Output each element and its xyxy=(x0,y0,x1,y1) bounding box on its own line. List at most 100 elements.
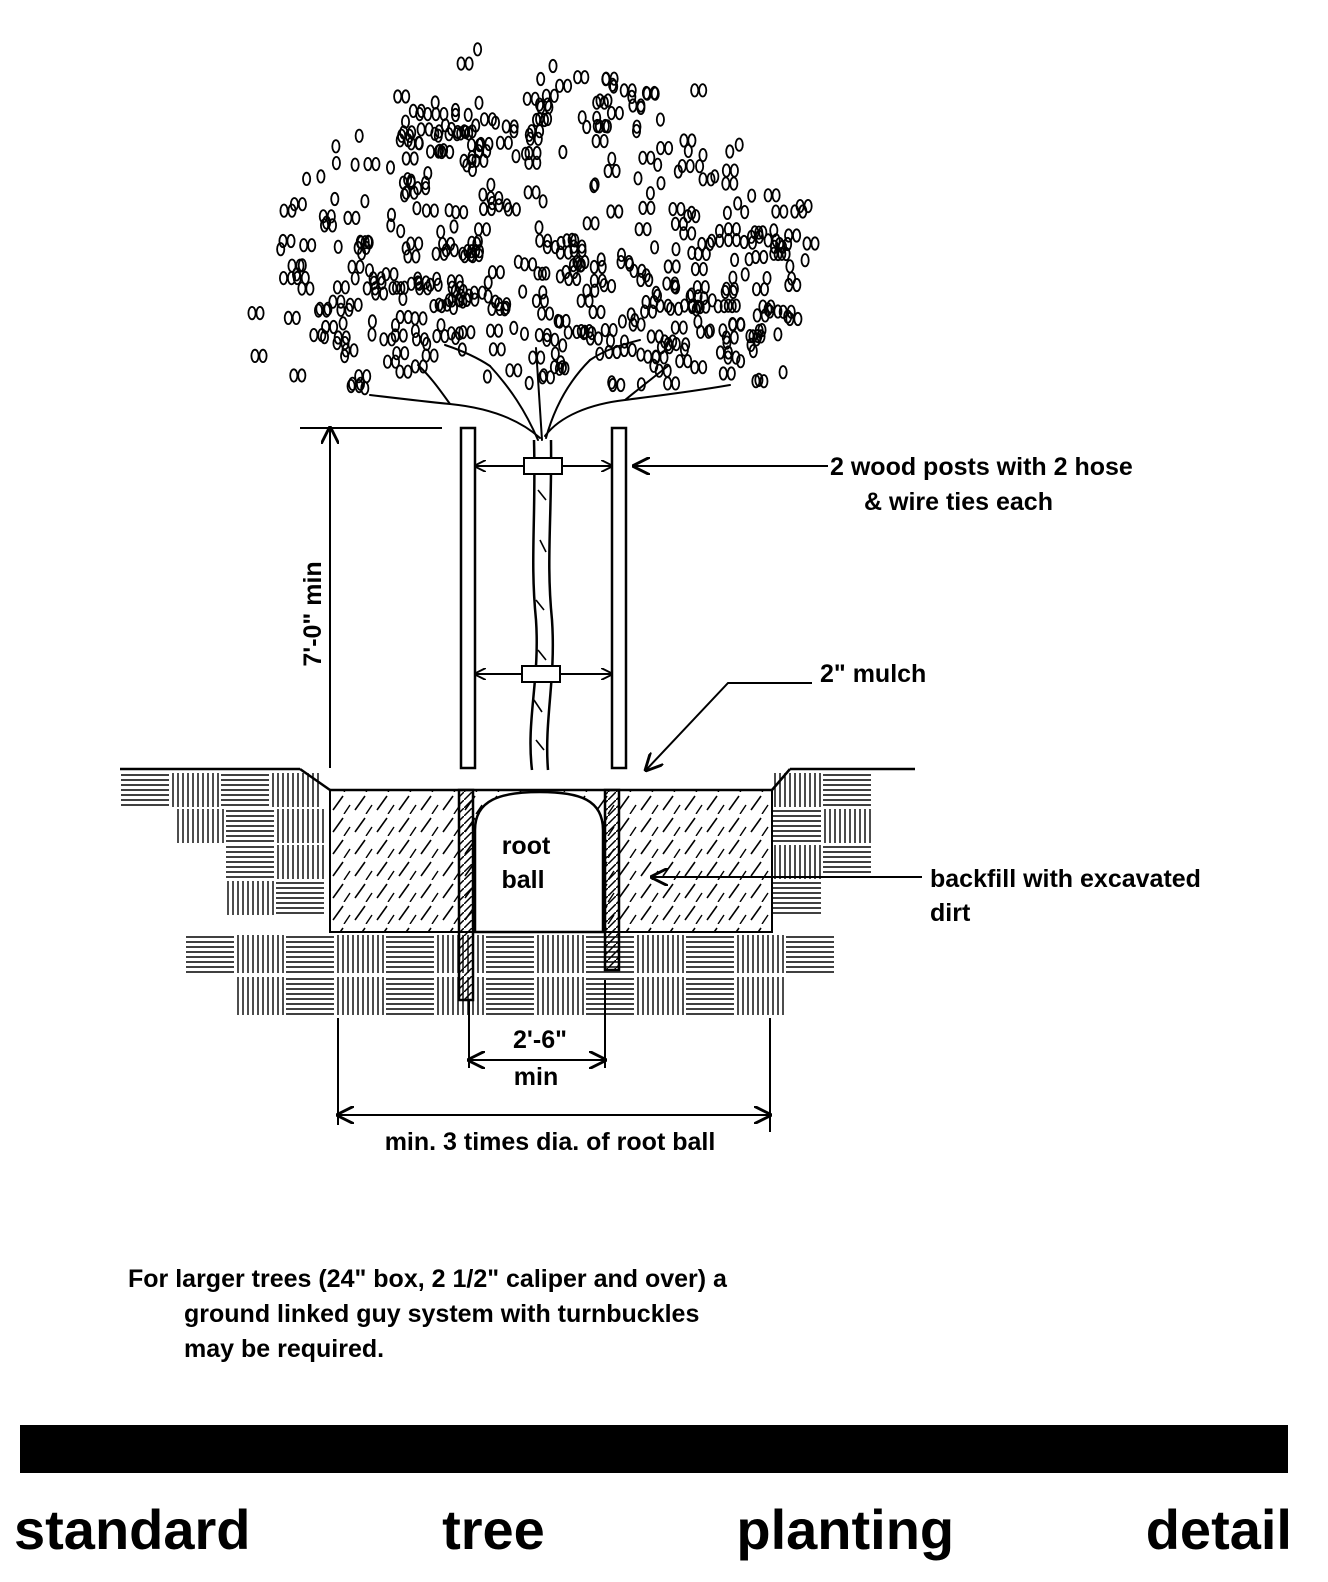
leaf-mark xyxy=(434,124,444,139)
leaf-mark xyxy=(436,318,446,333)
leaf-mark xyxy=(297,281,307,296)
leaf-mark xyxy=(355,259,365,274)
leaf-mark xyxy=(539,293,549,308)
leaf-mark xyxy=(779,204,789,219)
leaf-mark xyxy=(340,280,350,295)
leaf-mark xyxy=(344,302,354,317)
leaf-mark xyxy=(390,318,400,333)
leaf-mark xyxy=(485,323,495,338)
leaf-mark xyxy=(421,203,431,218)
leaf-mark xyxy=(436,224,446,239)
leaf-mark xyxy=(803,199,813,214)
leaf-mark xyxy=(739,234,749,250)
title-word-planting: planting xyxy=(736,1498,955,1561)
leaf-mark xyxy=(349,343,359,358)
leaf-mark xyxy=(577,239,587,254)
leaf-mark xyxy=(760,308,770,323)
leaf-mark xyxy=(450,107,460,123)
leaf-mark xyxy=(725,144,735,159)
leaf-mark xyxy=(431,107,441,122)
leaf-mark xyxy=(783,236,793,252)
leaf-mark xyxy=(625,257,635,272)
leaf-mark xyxy=(500,302,510,317)
leaf-mark xyxy=(675,354,685,369)
leaf-mark xyxy=(651,349,661,364)
leaf-mark xyxy=(648,304,658,319)
leaf-mark xyxy=(668,202,678,217)
leaf-mark xyxy=(700,280,710,295)
leaf-mark xyxy=(540,112,550,128)
title-word-standard: standard xyxy=(14,1498,251,1561)
leaf-mark xyxy=(543,233,553,248)
leaf-mark xyxy=(541,88,551,103)
leaf-mark xyxy=(599,134,609,149)
leaf-mark xyxy=(802,236,812,251)
leaf-mark xyxy=(646,150,656,165)
soil-block xyxy=(774,773,821,807)
height-dimension xyxy=(300,428,442,768)
leaf-mark xyxy=(357,246,367,261)
leaf-mark xyxy=(607,151,617,166)
leaf-mark xyxy=(687,205,697,220)
soil-hatch-icon xyxy=(121,773,871,1015)
leaf-mark xyxy=(455,280,465,295)
leaf-mark xyxy=(423,107,433,122)
leaf-mark xyxy=(607,278,617,294)
leaf-mark xyxy=(403,364,413,379)
leaf-mark xyxy=(736,317,746,332)
leaf-mark xyxy=(473,42,483,57)
leaf-mark xyxy=(611,163,621,179)
leaf-mark xyxy=(729,330,739,345)
leaf-mark xyxy=(479,153,489,168)
leaf-mark xyxy=(530,91,540,106)
leaf-mark xyxy=(523,185,533,200)
leaf-mark xyxy=(701,246,711,261)
leaf-mark xyxy=(596,304,606,320)
leaf-mark xyxy=(543,111,553,127)
leaf-mark xyxy=(612,344,622,360)
leaf-mark xyxy=(429,203,439,218)
leaf-mark xyxy=(367,314,377,329)
leaf-mark xyxy=(423,281,433,296)
leaf-mark xyxy=(509,124,519,139)
leaf-mark xyxy=(330,191,340,207)
leaf-mark xyxy=(331,156,341,171)
leaf-mark xyxy=(617,314,627,329)
leaf-mark xyxy=(471,118,481,133)
leaf-mark xyxy=(606,106,616,121)
leaf-mark xyxy=(726,366,736,381)
leaf-mark xyxy=(286,233,296,249)
leaf-mark xyxy=(520,326,530,341)
mulch-label: 2" mulch xyxy=(820,660,926,688)
leaf-mark xyxy=(532,155,542,170)
leaf-mark xyxy=(679,133,689,148)
leaf-mark xyxy=(518,284,528,299)
leaf-mark xyxy=(718,323,728,338)
leaf-mark xyxy=(707,293,717,308)
title-bar xyxy=(20,1425,1288,1473)
leaf-mark xyxy=(446,236,456,252)
leaf-mark xyxy=(545,306,555,321)
leaf-mark xyxy=(558,144,568,160)
leaf-mark xyxy=(752,282,762,297)
leaf-mark xyxy=(398,328,408,343)
leaf-mark xyxy=(299,238,309,253)
leaf-mark xyxy=(396,224,406,239)
leaf-mark xyxy=(401,89,411,104)
leaf-mark xyxy=(437,298,447,314)
leaf-mark xyxy=(464,126,474,141)
leaf-mark xyxy=(651,285,661,300)
leaf-mark xyxy=(678,216,688,231)
leaf-mark xyxy=(555,269,565,284)
leaf-mark xyxy=(420,175,430,190)
leaf-mark xyxy=(582,119,592,135)
root-ball-label-line2: ball xyxy=(501,866,544,894)
soil-block xyxy=(121,774,169,806)
leaf-mark xyxy=(602,119,612,134)
leaf-mark xyxy=(459,205,469,220)
leaf-mark xyxy=(467,150,477,165)
backfill-label-line1: backfill with excavated xyxy=(930,865,1201,893)
leaf-mark xyxy=(403,172,413,187)
leaf-mark xyxy=(413,271,423,286)
soil-block xyxy=(277,809,324,843)
